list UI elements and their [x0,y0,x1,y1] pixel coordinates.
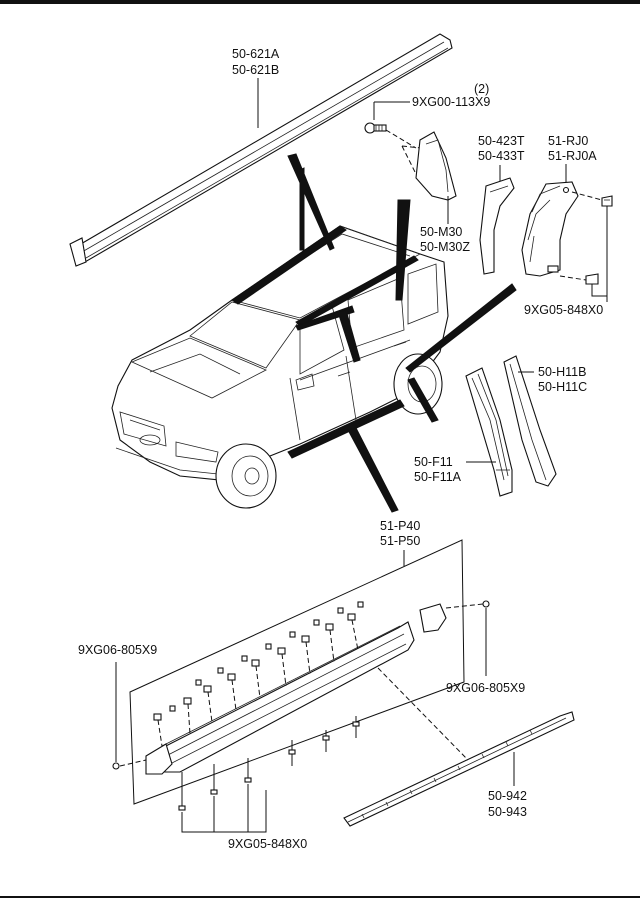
label-bolt-top: 9XG00-113X9 [412,95,490,109]
garnish-a-part [479,177,515,275]
step-clip-dashes [157,619,359,747]
label-sill-step-1: 51-P40 [380,519,420,533]
label-qty: (2) [474,82,489,96]
label-molding-a-1: 50-F11 [414,455,453,469]
molding-a-part [465,367,513,497]
dash-step-to-strip [377,667,469,761]
label-garnish-a-1: 50-423T [478,134,525,148]
roof-rail-on-vehicle [231,225,347,305]
dash-screw-left [119,759,147,767]
label-roof-rail-1: 50-621A [232,47,280,61]
label-molding-b-1: 50-H11B [538,365,586,379]
label-roof-rail-2: 50-621B [232,63,279,77]
side-sill-molding-on-vehicle [287,399,405,459]
quarter-cover-part [415,131,457,201]
roof-rail-part [69,33,453,267]
bolt-icon [364,122,387,134]
side-step-part [145,603,447,775]
label-garnish-b-2: 51-RJ0A [548,149,597,163]
dash-clip-lower [559,275,587,281]
leader-clip-bottom [181,784,267,833]
step-clip-row [153,601,364,721]
label-molding-b-2: 50-H11C [538,380,587,394]
pointer-molding [337,309,361,363]
label-sill-step-2: 51-P50 [380,534,420,548]
molding-b-part [503,355,557,487]
vehicle-illustration [111,225,449,509]
pointer-roof-rail-2 [299,167,305,251]
pointer-molding-2 [407,377,439,423]
screw-icon [112,762,120,770]
label-strip-1: 50-942 [488,789,527,803]
label-molding-a-2: 50-F11A [414,470,462,484]
pointer-cover [395,199,411,301]
dash-screw-right [445,603,484,609]
clip-icon [601,195,613,207]
leader-clip-right-top [591,206,608,302]
label-garnish-a-2: 50-433T [478,149,525,163]
label-clip-bottom: 9XG05-848X0 [228,837,307,851]
pointer-roof-rail [287,153,335,251]
clip-icon [585,273,599,285]
screw-icon [482,600,490,608]
pointer-sill [347,427,399,513]
label-screw-left: 9XG06-805X9 [78,643,157,657]
sill-step-frame [129,539,465,805]
label-clip-right-top: 9XG05-848X0 [524,303,603,317]
dash-clip-upper [571,191,603,201]
garnish-b-part [521,181,579,277]
pointer-garnish [405,283,517,373]
strip-part [343,711,575,827]
label-screw-right: 9XG06-805X9 [446,681,525,695]
label-cover-upper-2: 50-M30Z [420,240,470,254]
label-garnish-b-1: 51-RJ0 [548,134,588,148]
label-strip-2: 50-943 [488,805,527,819]
bottom-clip-row [178,716,360,811]
label-cover-upper-1: 50-M30 [420,225,462,239]
